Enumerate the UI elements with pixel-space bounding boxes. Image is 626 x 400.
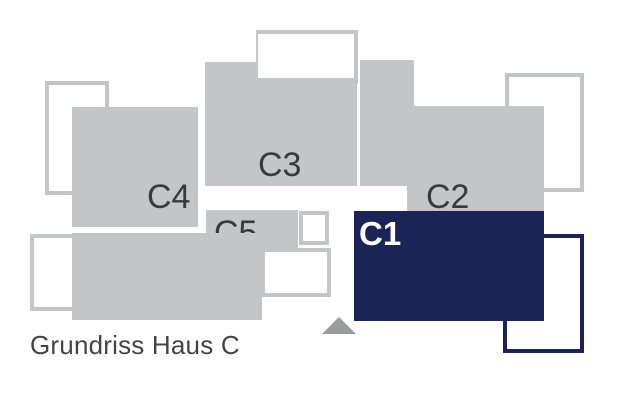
lower-left-area — [72, 233, 262, 320]
unit-c1-label: C1 — [359, 215, 401, 252]
unit-c3[interactable]: C3 — [205, 30, 358, 186]
unit-c4[interactable]: C4 — [45, 81, 198, 227]
unit-c2-label: C2 — [426, 178, 469, 216]
unit-c1[interactable]: C1 — [354, 211, 584, 353]
unit-c3-label: C3 — [258, 146, 301, 184]
plan-caption: Grundriss Haus C — [30, 330, 240, 360]
unit-c2[interactable]: C2 — [360, 60, 584, 227]
lower-left-block — [30, 233, 331, 320]
unit-c2-area — [360, 60, 544, 227]
unit-c4-label: C4 — [147, 178, 190, 216]
unit-c1-area — [354, 211, 544, 321]
north-triangle-icon — [322, 317, 356, 334]
unit-c5-niche-outline — [299, 211, 329, 245]
stair-core-outline — [261, 248, 331, 297]
unit-c4-area — [72, 107, 198, 227]
unit-c3-area — [205, 62, 357, 186]
unit-c3-balcony-inner — [258, 34, 354, 78]
